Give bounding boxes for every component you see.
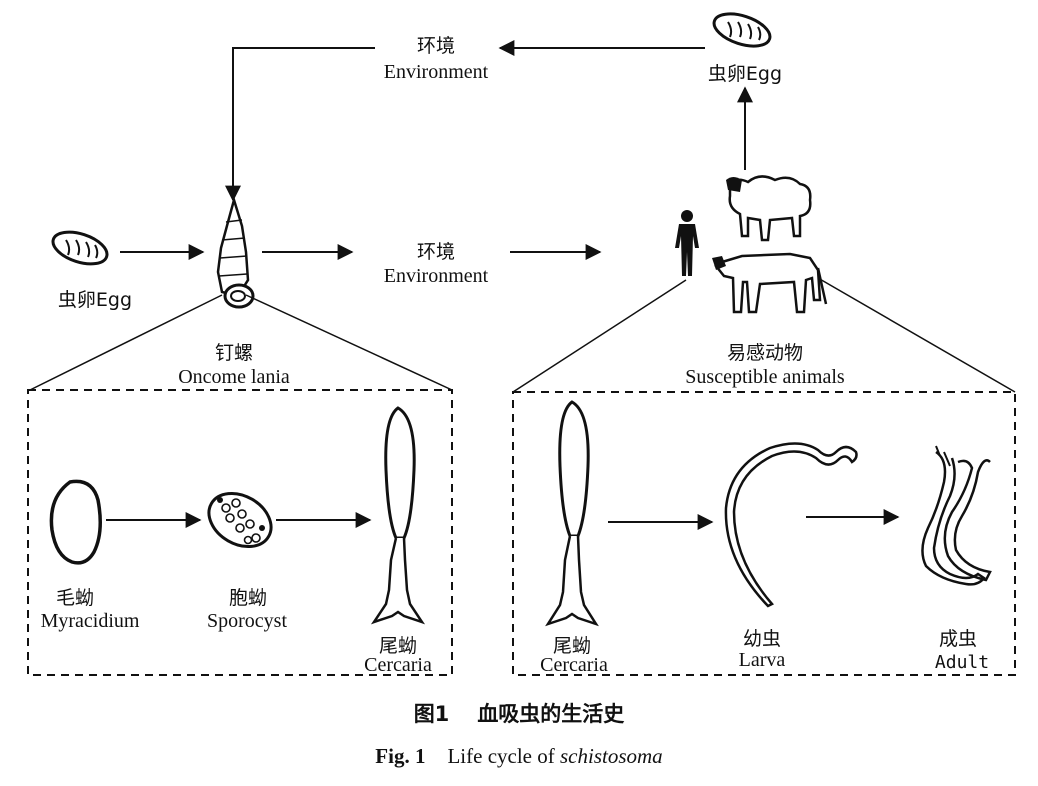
snail-label-en: Oncome lania — [178, 366, 290, 388]
snail-icon — [216, 195, 255, 309]
sporocyst-cn: 胞蚴 — [229, 587, 267, 609]
top-environment-cn: 环境 — [417, 35, 455, 57]
human-icon — [675, 210, 699, 276]
right-cercaria-en: Cercaria — [540, 654, 608, 676]
top-environment-en: Environment — [384, 61, 489, 83]
snail-label-cn: 钉螺 — [215, 342, 253, 364]
larva-en: Larva — [739, 649, 786, 671]
right-cercaria-icon — [545, 400, 599, 627]
environment-to-snail-arrow — [225, 47, 375, 202]
left-cercaria-icon — [370, 406, 426, 625]
middle-environment-cn: 环境 — [417, 241, 455, 263]
sheep-icon — [726, 175, 812, 242]
host-stages-box — [512, 391, 1016, 676]
left-cercaria-cn: 尾蚴 — [379, 635, 417, 657]
caption-en-title-italic: schistosoma — [560, 744, 663, 768]
hosts-zoom-line-left — [512, 279, 687, 393]
left-cercaria-en: Cercaria — [364, 654, 432, 676]
middle-egg-label: 虫卵Egg — [58, 289, 132, 311]
hosts-label-en: Susceptible animals — [685, 366, 845, 388]
caption-cn-title: 血吸虫的生活史 — [477, 702, 625, 726]
caption-cn: 图1 血吸虫的生活史 — [414, 702, 626, 726]
myracidium-en: Myracidium — [41, 610, 140, 632]
adult-en: Adult — [935, 652, 989, 673]
myracidium-cn: 毛蚴 — [56, 587, 94, 609]
caption-en: Fig. 1 Life cycle of schistosoma — [375, 744, 662, 768]
top-egg-label: 虫卵Egg — [708, 63, 782, 85]
myracidium-icon — [49, 479, 102, 565]
caption-cn-number: 图1 — [414, 702, 450, 726]
snail-zoom-line-right — [245, 294, 453, 391]
snail-zoom-line-left — [29, 294, 223, 391]
caption-en-number: Fig. 1 — [375, 744, 425, 768]
larva-icon — [724, 442, 858, 608]
larva-cn: 幼虫 — [743, 628, 781, 650]
right-cercaria-cn: 尾蚴 — [553, 635, 591, 657]
hosts-zoom-line-right — [817, 277, 1016, 393]
top-egg-icon — [712, 12, 772, 48]
cattle-icon — [712, 252, 828, 314]
sporocyst-en: Sporocyst — [207, 610, 287, 632]
adult-cn: 成虫 — [939, 628, 977, 650]
middle-environment-en: Environment — [384, 265, 489, 287]
snail-stages-box — [27, 389, 453, 676]
adult-worm-icon — [921, 445, 992, 586]
caption-en-title-prefix: Life cycle of — [447, 744, 560, 768]
sporocyst-icon — [207, 491, 273, 549]
middle-egg-icon — [51, 230, 109, 266]
hosts-label-cn: 易感动物 — [727, 342, 803, 364]
